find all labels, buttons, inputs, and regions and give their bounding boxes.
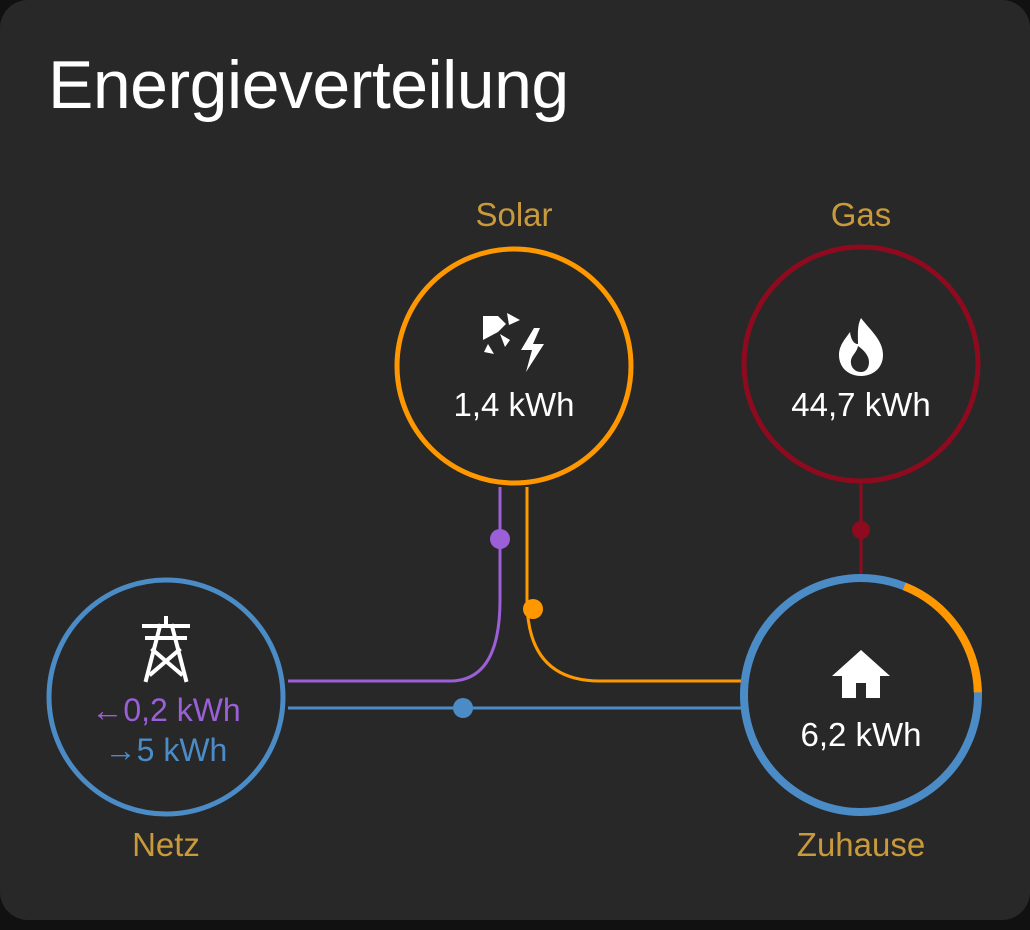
grid-values: ←0,2 kWh →5 kWh (46, 690, 286, 770)
solar-node-circle[interactable] (394, 246, 634, 486)
home-value: 6,2 kWh (800, 716, 922, 753)
card-title: Energieverteilung (48, 47, 569, 123)
flow-dot-gas-home (852, 521, 870, 539)
flow-grid-to-solar (288, 487, 502, 683)
fire-icon (839, 318, 883, 376)
grid-import-value: ←0,2 kWh (91, 692, 241, 728)
transmission-tower-icon (142, 616, 190, 683)
flow-solar-to-home (525, 487, 742, 683)
home-value-wrap: 6,2 kWh (741, 716, 981, 754)
gas-value: 44,7 kWh (791, 386, 931, 423)
home-label: Zuhause (796, 826, 926, 863)
solar-value: 1,4 kWh (453, 386, 575, 423)
home-node-circle[interactable] (740, 574, 982, 816)
grid-label: Netz (132, 826, 200, 863)
gas-value-wrap: 44,7 kWh (741, 386, 981, 424)
flow-dot-grid-solar (490, 529, 510, 549)
solar-value-wrap: 1,4 kWh (394, 386, 634, 424)
home-ring-solar-segment (902, 582, 982, 693)
solar-power-icon (483, 313, 544, 372)
grid-export-value: →5 kWh (104, 732, 228, 768)
flow-dot-solar-home (523, 599, 543, 619)
grid-node-circle[interactable] (46, 577, 286, 817)
gas-label: Gas (830, 196, 892, 233)
solar-label: Solar (475, 196, 553, 233)
flow-dot-home-grid (453, 698, 473, 718)
home-icon (832, 650, 890, 698)
